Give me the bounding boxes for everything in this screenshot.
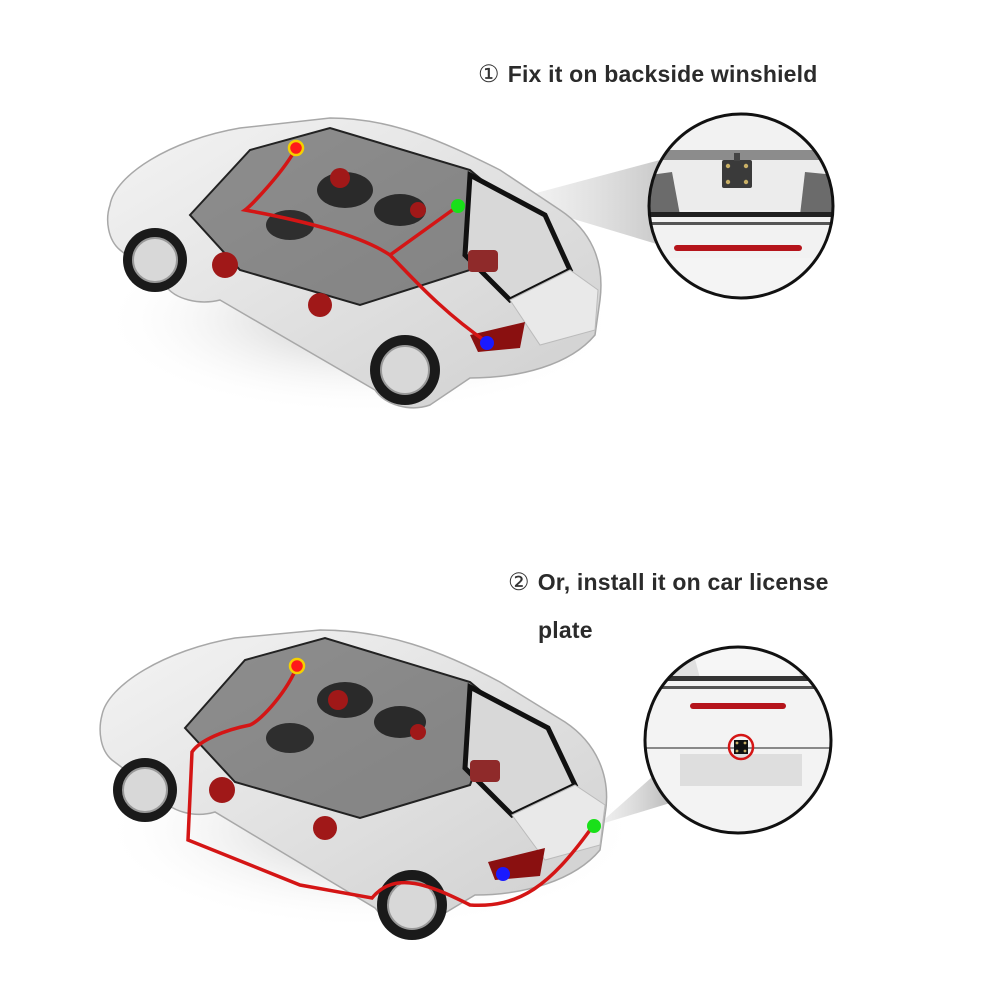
step-2-caption-line2: plate — [538, 617, 593, 643]
camera-highlight-ring — [727, 733, 755, 761]
car-illustration-2 — [99, 629, 833, 940]
magnifier-beam — [510, 160, 660, 245]
step-1-number: ① — [478, 61, 500, 88]
reverse-light-marker — [480, 336, 494, 350]
step-2-text: Or, install it on car license — [537, 569, 829, 595]
step-1-panel: ① Fix it on backside winshield — [100, 60, 835, 415]
magnifier-windshield-detail — [647, 112, 835, 300]
step-2-number: ② — [508, 569, 530, 596]
step-1-caption: ① Fix it on backside winshield — [478, 60, 818, 90]
front-camera-marker — [288, 657, 306, 675]
reverse-light-marker — [496, 867, 510, 881]
magnifier-plate-detail — [643, 645, 833, 835]
wire-route — [240, 147, 489, 345]
step-2-panel — [0, 500, 1000, 1000]
step-1-text: Fix it on backside winshield — [507, 61, 818, 87]
step-2-caption: ② Or, install it on car license — [508, 568, 829, 598]
rear-camera-marker — [451, 199, 465, 213]
front-camera-marker — [287, 139, 305, 157]
car-body — [99, 629, 608, 940]
rear-camera-icon — [722, 160, 752, 188]
plate-camera-marker — [587, 819, 601, 833]
car-illustration-1 — [100, 112, 835, 415]
